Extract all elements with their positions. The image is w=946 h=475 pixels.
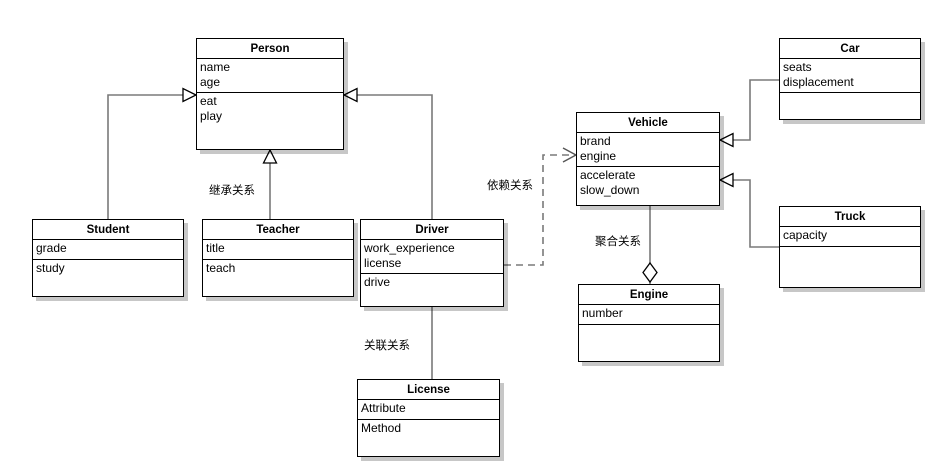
class-methods-truck bbox=[780, 247, 920, 249]
class-box-driver[interactable]: Driver work_experience license drive bbox=[360, 219, 504, 307]
class-name-teacher: Teacher bbox=[203, 220, 353, 240]
class-name-car: Car bbox=[780, 39, 920, 59]
class-attributes-license: Attribute bbox=[358, 400, 499, 420]
class-box-truck[interactable]: Truck capacity bbox=[779, 206, 921, 288]
edge-teacher-person-generalization[interactable] bbox=[262, 148, 278, 219]
class-box-license[interactable]: License Attribute Method bbox=[357, 379, 500, 457]
class-box-engine[interactable]: Engine number bbox=[578, 284, 720, 362]
generalization-arrowhead-icon bbox=[342, 87, 358, 103]
generalization-arrowhead-icon bbox=[182, 87, 198, 103]
edge-student-person-generalization[interactable] bbox=[107, 87, 198, 220]
class-box-person[interactable]: Person name age eat play bbox=[196, 38, 344, 150]
attribute-row: seats bbox=[783, 60, 812, 74]
class-methods-license: Method bbox=[358, 420, 499, 437]
class-attributes-truck: capacity bbox=[780, 227, 920, 247]
edge-vehicle-engine-aggregation[interactable] bbox=[642, 206, 658, 284]
class-box-vehicle[interactable]: Vehicle brand engine accelerate slow_dow… bbox=[576, 112, 720, 206]
edge-car-vehicle-generalization[interactable] bbox=[718, 79, 779, 148]
attribute-row: engine bbox=[580, 149, 617, 163]
class-methods-student: study bbox=[33, 260, 183, 277]
class-name-student: Student bbox=[33, 220, 183, 240]
attribute-row: number bbox=[582, 306, 623, 320]
class-name-engine: Engine bbox=[579, 285, 719, 305]
edge-label-dependency: 依赖关系 bbox=[487, 180, 533, 192]
attribute-row: license bbox=[364, 256, 402, 270]
attribute-row: title bbox=[206, 241, 225, 255]
method-row: eat bbox=[200, 94, 217, 108]
class-name-driver: Driver bbox=[361, 220, 503, 240]
method-row: accelerate bbox=[580, 168, 636, 182]
attribute-row: capacity bbox=[783, 228, 828, 242]
class-methods-driver: drive bbox=[361, 274, 503, 291]
generalization-arrowhead-icon bbox=[718, 132, 734, 148]
attribute-row: work_experience bbox=[364, 241, 455, 255]
attribute-row: age bbox=[200, 75, 221, 89]
class-box-student[interactable]: Student grade study bbox=[32, 219, 184, 297]
attribute-row: displacement bbox=[783, 75, 854, 89]
class-name-truck: Truck bbox=[780, 207, 920, 227]
class-attributes-engine: number bbox=[579, 305, 719, 325]
edge-driver-person-generalization[interactable] bbox=[342, 87, 433, 220]
class-attributes-driver: work_experience license bbox=[361, 240, 503, 274]
class-attributes-person: name age bbox=[197, 59, 343, 93]
class-methods-engine bbox=[579, 325, 719, 327]
class-attributes-vehicle: brand engine bbox=[577, 133, 719, 167]
method-row: teach bbox=[206, 261, 236, 275]
method-row: slow_down bbox=[580, 183, 640, 197]
method-row: play bbox=[200, 109, 223, 123]
method-row: study bbox=[36, 261, 65, 275]
generalization-arrowhead-icon bbox=[718, 172, 734, 188]
attribute-row: grade bbox=[36, 241, 67, 255]
class-box-teacher[interactable]: Teacher title teach bbox=[202, 219, 354, 297]
attribute-row: name bbox=[200, 60, 231, 74]
class-name-license: License bbox=[358, 380, 499, 400]
edge-label-inheritance: 继承关系 bbox=[209, 185, 255, 197]
method-row: Method bbox=[361, 421, 402, 435]
edge-label-association: 关联关系 bbox=[364, 340, 410, 352]
class-name-vehicle: Vehicle bbox=[577, 113, 719, 133]
edge-truck-vehicle-generalization[interactable] bbox=[718, 172, 779, 248]
class-methods-person: eat play bbox=[197, 93, 343, 125]
class-methods-vehicle: accelerate slow_down bbox=[577, 167, 719, 199]
aggregation-diamond-icon bbox=[642, 261, 658, 284]
class-name-person: Person bbox=[197, 39, 343, 59]
class-attributes-car: seats displacement bbox=[780, 59, 920, 93]
edge-driver-vehicle-dependency[interactable] bbox=[504, 147, 578, 266]
class-methods-car bbox=[780, 93, 920, 95]
attribute-row: brand bbox=[580, 134, 611, 148]
class-methods-teacher: teach bbox=[203, 260, 353, 277]
edge-label-aggregation: 聚合关系 bbox=[595, 236, 641, 248]
attribute-row: Attribute bbox=[361, 401, 406, 415]
method-row: drive bbox=[364, 275, 391, 289]
class-attributes-student: grade bbox=[33, 240, 183, 260]
generalization-arrowhead-icon bbox=[262, 148, 278, 164]
class-attributes-teacher: title bbox=[203, 240, 353, 260]
class-box-car[interactable]: Car seats displacement bbox=[779, 38, 921, 120]
